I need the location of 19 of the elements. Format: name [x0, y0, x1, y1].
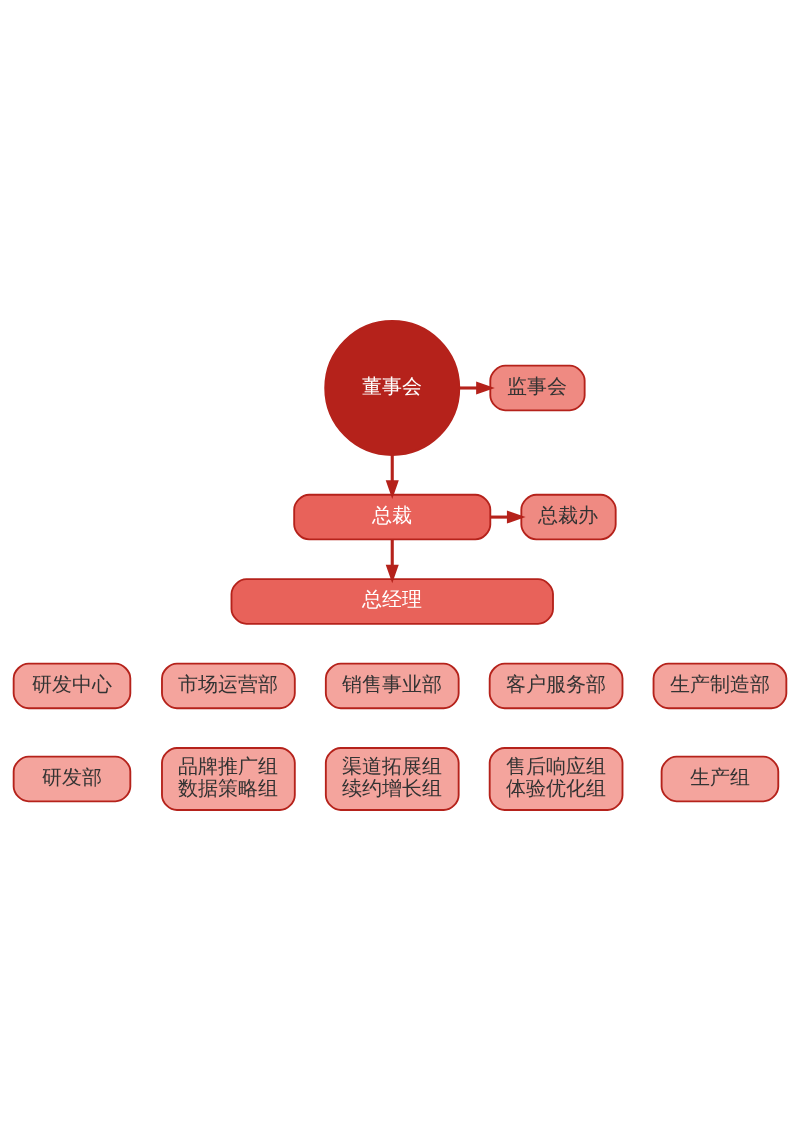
node-box: 总裁 — [293, 493, 492, 540]
node-box: 客户服务部 — [488, 662, 624, 709]
node-circle: 董事会 — [324, 319, 461, 456]
node-box: 总经理 — [230, 577, 554, 625]
arrow — [385, 454, 399, 499]
arrow — [385, 539, 399, 583]
arrow — [490, 510, 526, 524]
node-box: 生产组 — [660, 755, 780, 802]
arrow — [459, 380, 495, 395]
node-box: 市场运营部 — [161, 662, 296, 709]
node-box: 渠道拓展组 续约增长组 — [324, 746, 460, 811]
node-box: 销售事业部 — [324, 662, 460, 709]
node-box: 监事会 — [489, 364, 586, 411]
node-box: 品牌推广组 数据策略组 — [161, 746, 296, 811]
node-box: 生产制造部 — [652, 662, 788, 709]
node-box: 售后响应组 体验优化组 — [488, 746, 624, 811]
node-box: 研发部 — [12, 755, 132, 802]
node-box: 研发中心 — [12, 662, 132, 709]
node-box: 总裁办 — [520, 493, 617, 540]
